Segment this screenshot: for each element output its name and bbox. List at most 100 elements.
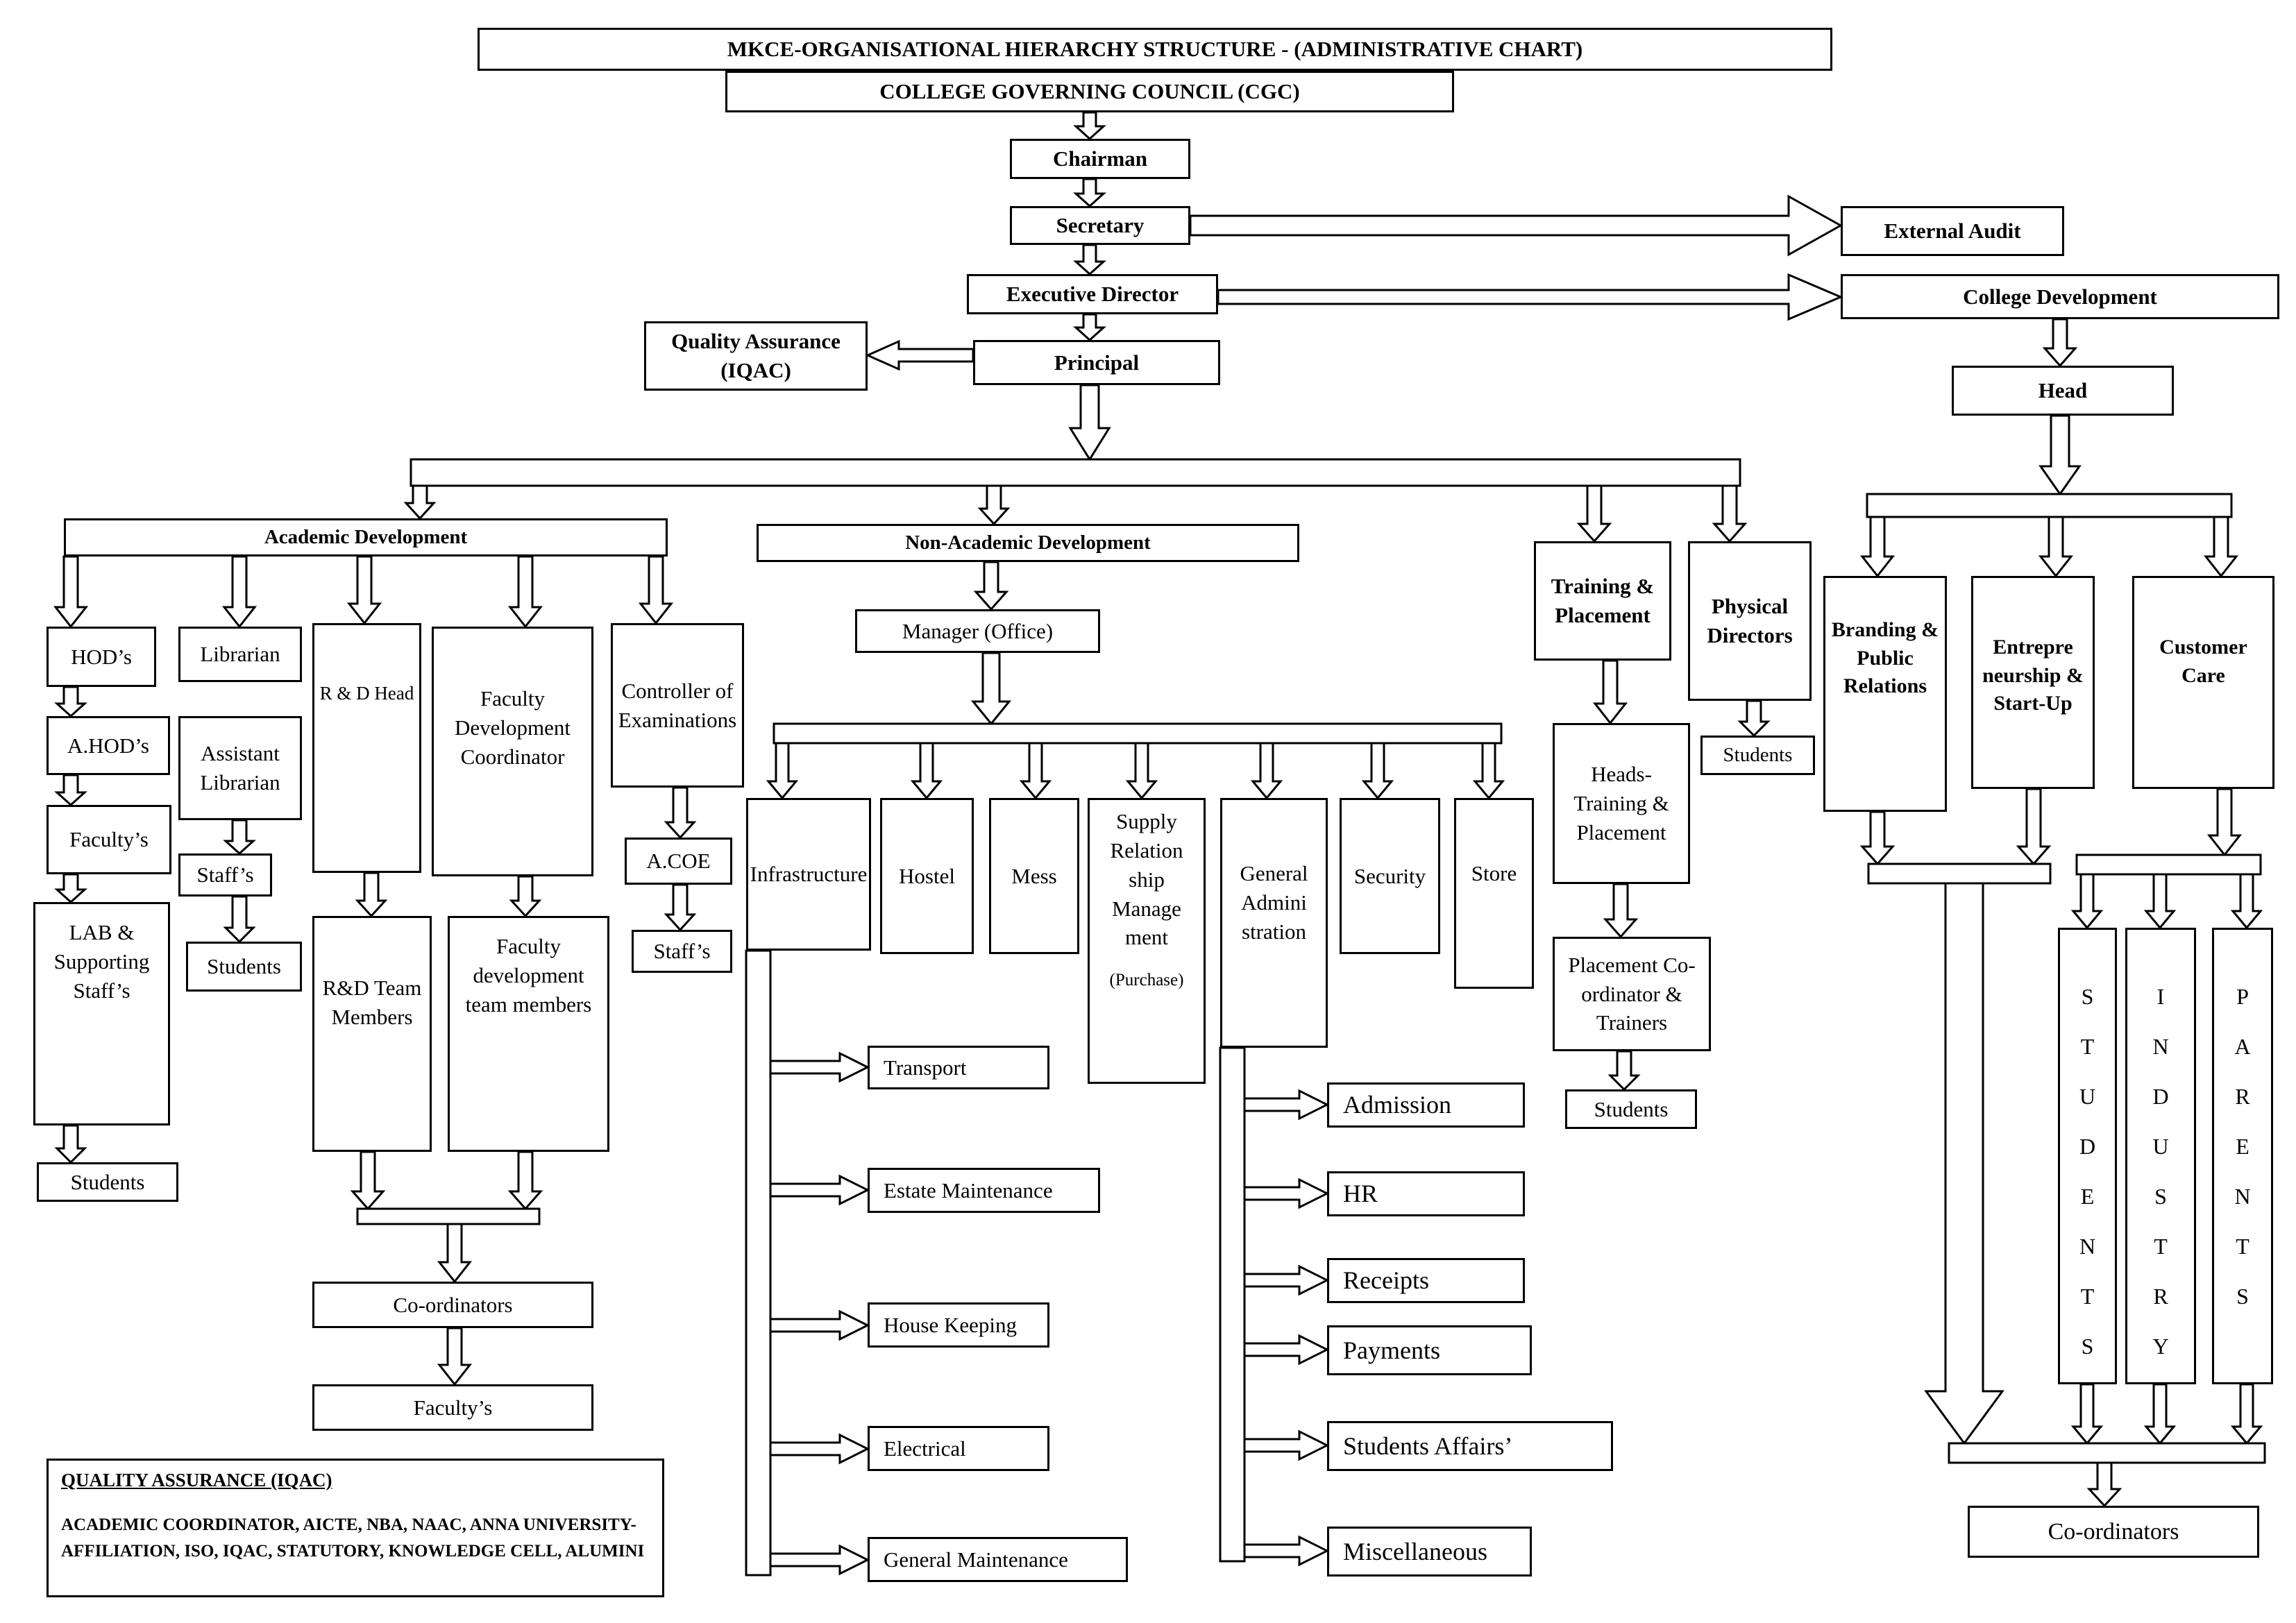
lib-staff-box: Staff’s [178, 853, 272, 897]
hod-faculty-box: Faculty’s [47, 805, 171, 874]
admin-branch-arrow-0 [1243, 1089, 1330, 1121]
training-heads-arrow [1592, 659, 1628, 725]
principal-bar-arrow [1068, 384, 1111, 461]
to-academic-arrow [403, 484, 437, 520]
supply-box: Supply Relation ship Manage ment (Purcha… [1088, 798, 1206, 1084]
coe-staff-box: Staff’s [632, 930, 732, 973]
infra-item-electrical: Electrical [868, 1426, 1049, 1471]
non-academic-bar [773, 722, 1503, 745]
executive-college-dev-arrow [1217, 273, 1843, 321]
bar-parents-arrow [2230, 873, 2263, 930]
purchase-label: (Purchase) [1109, 971, 1184, 990]
coordinator-students-arrow [1607, 1050, 1641, 1091]
coe-box: Controller of Examinations [611, 623, 744, 788]
physical-students-box: Students [1700, 736, 1815, 775]
security-box: Security [1340, 798, 1440, 954]
admin-item-miscellaneous: Miscellaneous [1327, 1527, 1532, 1577]
non-academic-child-arrow-0 [766, 742, 799, 800]
admin-branch-arrow-3 [1243, 1334, 1330, 1366]
non-academic-child-arrow-5 [1361, 742, 1394, 800]
stakeholder-bar [2075, 853, 2262, 876]
infra-item-house-keeping: House Keeping [868, 1302, 1049, 1348]
big-down-arrow [1924, 882, 2004, 1445]
physical-students-arrow [1737, 699, 1771, 738]
admin-branch-arrow-4 [1243, 1429, 1330, 1461]
to-training-arrow [1576, 484, 1612, 543]
rd-fd-bar [356, 1207, 541, 1225]
bottom-bar [1948, 1442, 2266, 1464]
cgc-chairman-arrow [1073, 111, 1106, 141]
training-students-box: Students [1565, 1089, 1697, 1129]
hod-students-box: Students [37, 1162, 178, 1202]
parents-vertical-box: P A R E N T S [2212, 928, 2273, 1384]
cd-head-box: Head [1952, 366, 2174, 416]
external-audit-box: External Audit [1841, 206, 2064, 256]
branding-entrepreneurship-bar [1867, 863, 2052, 885]
lab-staff-box: LAB & Supporting Staff’s [33, 902, 170, 1125]
cgc-box: COLLEGE GOVERNING COUNCIL (CGC) [725, 71, 1454, 112]
parents-bottom-arrow [2230, 1383, 2263, 1445]
admin-item-hr: HR [1327, 1171, 1525, 1216]
non-academic-development-box: Non-Academic Development [757, 524, 1299, 562]
iqac-note-heading: QUALITY ASSURANCE (IQAC) [61, 1470, 332, 1490]
faculty-lab-arrow [54, 873, 87, 904]
main-distribution-bar [410, 458, 1741, 487]
chairman-secretary-arrow [1073, 178, 1106, 208]
admin-item-receipts: Receipts [1327, 1258, 1525, 1303]
non-academic-child-arrow-2 [1019, 742, 1052, 800]
executive-principal-arrow [1073, 313, 1106, 342]
infrastructure-box: Infrastructure [746, 798, 871, 951]
coordinators-box: Co-ordinators [312, 1282, 593, 1328]
infra-branch-arrow-0 [769, 1051, 870, 1083]
admin-branch-arrow-1 [1243, 1178, 1330, 1209]
mess-box: Mess [989, 798, 1079, 954]
students-bottom-arrow [2070, 1383, 2104, 1445]
asst-lib-staff-arrow [223, 819, 256, 856]
academic-rd-arrow [346, 555, 382, 625]
non-academic-child-arrow-3 [1125, 742, 1158, 800]
physical-directors-box: Physical Directors [1688, 541, 1812, 701]
coe-acoe-arrow [664, 786, 697, 840]
secretary-executive-arrow [1073, 244, 1106, 276]
college-development-box: College Development [1841, 274, 2279, 319]
general-admin-rail [1219, 1046, 1246, 1563]
bar-students-arrow [2070, 873, 2104, 930]
to-physical-arrow [1712, 484, 1748, 543]
rd-head-box: R & D Head [312, 623, 421, 873]
principal-box: Principal [973, 340, 1220, 385]
bar-branding-arrow [1859, 516, 1896, 578]
admin-item-students-affairs: Students Affairs’ [1327, 1421, 1613, 1471]
rd-team-bar-arrow [350, 1150, 386, 1211]
non-academic-child-arrow-6 [1472, 742, 1505, 800]
branding-bar-arrow [1859, 810, 1896, 866]
academic-coe-arrow [638, 555, 674, 625]
assistant-librarian-box: Assistant Librarian [178, 716, 302, 820]
fdc-team-arrow [509, 875, 542, 918]
bar-entrepreneurship-arrow [2038, 516, 2074, 578]
fd-team-box: Faculty development team members [448, 916, 609, 1152]
secretary-audit-arrow [1189, 194, 1843, 257]
infra-branch-arrow-4 [769, 1544, 870, 1576]
bar-coordinators-arrow [437, 1223, 473, 1284]
infra-item-estate-maintenance: Estate Maintenance [868, 1168, 1100, 1213]
iqac-note-body: ACADEMIC COORDINATOR, AICTE, NBA, NAAC, … [61, 1515, 645, 1561]
non-academic-child-arrow-4 [1250, 742, 1283, 800]
coordinators-faculty-arrow [437, 1327, 473, 1386]
general-admin-box: General Admini stration [1220, 798, 1328, 1048]
cd-coordinators-box: Co-ordinators [1968, 1506, 2259, 1558]
bar-industry-arrow [2143, 873, 2177, 930]
bottom-coordinators-arrow [2086, 1461, 2122, 1508]
store-box: Store [1454, 798, 1534, 989]
heads-training-box: Heads-Training & Placement [1553, 723, 1690, 884]
ahods-box: A.HOD’s [47, 716, 170, 775]
librarian-box: Librarian [178, 627, 302, 682]
ahods-faculty-arrow [54, 774, 87, 807]
admin-item-payments: Payments [1327, 1325, 1532, 1375]
entrepreneurship-box: Entrepre neurship & Start-Up [1971, 576, 2095, 789]
infra-branch-arrow-1 [769, 1174, 870, 1206]
rd-head-team-arrow [355, 872, 388, 918]
placement-coordinator-box: Placement Co-ordinator & Trainers [1553, 937, 1711, 1051]
lib-staff-students-arrow [223, 895, 256, 944]
academic-librarian-arrow [221, 555, 258, 629]
